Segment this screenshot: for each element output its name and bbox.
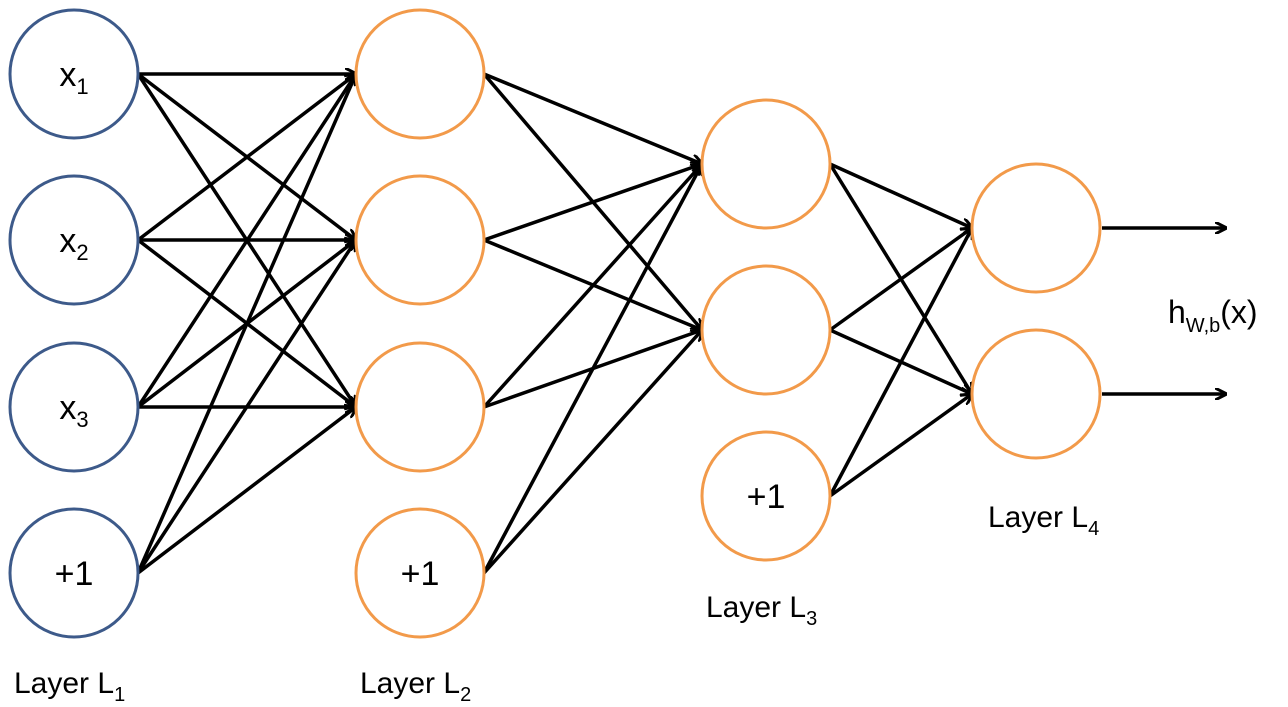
neuron-layer-2-1 — [354, 8, 486, 140]
neuron-layer-4-2 — [970, 328, 1102, 460]
node-label-layer-3-3: +1 — [747, 478, 786, 516]
neuron-layer-3-2 — [700, 264, 832, 396]
neuron-layer-4-1 — [970, 162, 1102, 294]
text-base: x — [59, 222, 76, 260]
edge-l1n4-l2n1 — [136, 74, 356, 574]
output-label: hW,b(x) — [1168, 294, 1258, 337]
text-subscript: 3 — [806, 608, 817, 630]
edge-l1n3-l2n1 — [136, 74, 356, 408]
text-subscript: 1 — [114, 684, 125, 706]
text-base: x — [59, 389, 76, 427]
node-label-layer-2-4: +1 — [401, 555, 440, 593]
text-base: Layer L — [360, 667, 460, 700]
edge-l2n2-l3n1 — [483, 164, 702, 242]
text-subscript: 2 — [460, 684, 471, 706]
edge-l1n4-l2n2 — [136, 240, 356, 574]
bias-node-layer-1 — [8, 507, 140, 639]
edge-l2n4-l3n2 — [482, 330, 702, 575]
edge-l2n4-l3n1 — [482, 164, 702, 574]
text-subscript: 3 — [76, 407, 88, 432]
edge-l1n2-l2n1 — [136, 74, 356, 242]
layer-label-4: Layer L4 — [988, 501, 1099, 540]
edge-l3n3-l4n2 — [828, 394, 972, 498]
text-base: +1 — [747, 478, 786, 516]
edge-l3n1-l4n1 — [829, 162, 972, 228]
output-suffix: (x) — [1220, 294, 1257, 330]
text-subscript: 4 — [1088, 518, 1099, 540]
output-subscript: W,b — [1186, 315, 1220, 337]
text-subscript: 2 — [76, 240, 88, 265]
output-base: h — [1168, 294, 1186, 330]
neuron-layer-1-3 — [8, 341, 140, 473]
layer-label-1: Layer L1 — [14, 667, 125, 706]
node-label-layer-1-4: +1 — [55, 555, 94, 593]
node-label-layer-1-1: x1 — [59, 56, 88, 99]
bias-node-layer-2 — [354, 507, 486, 639]
outputs-group: hW,b(x) — [1102, 228, 1258, 394]
bias-node-layer-3 — [700, 430, 832, 562]
layer-label-2: Layer L2 — [360, 667, 471, 706]
text-base: +1 — [401, 555, 440, 593]
neuron-layer-1-1 — [8, 8, 140, 140]
edge-l3n3-l4n1 — [828, 228, 972, 497]
layer-label-3: Layer L3 — [706, 591, 817, 630]
edge-l3n2-l4n1 — [828, 228, 972, 332]
edges-group — [136, 72, 972, 575]
neuron-layer-3-1 — [700, 98, 832, 230]
text-base: Layer L — [706, 591, 806, 624]
neuron-layer-1-2 — [8, 174, 140, 306]
edge-l2n3-l3n1 — [482, 164, 702, 409]
text-base: Layer L — [14, 667, 114, 700]
text-base: Layer L — [988, 501, 1088, 534]
text-subscript: 1 — [76, 74, 88, 99]
node-label-layer-1-3: x3 — [59, 389, 88, 432]
neuron-layer-2-3 — [354, 341, 486, 473]
text-base: +1 — [55, 555, 94, 593]
node-label-layer-1-2: x2 — [59, 222, 88, 265]
text-base: x — [59, 56, 76, 94]
edge-l1n4-l2n3 — [136, 407, 356, 575]
neuron-layer-2-2 — [354, 174, 486, 306]
edge-l2n1-l3n1 — [483, 72, 702, 164]
